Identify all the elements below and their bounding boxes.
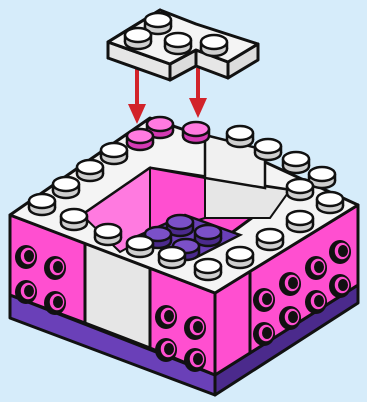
- corner-brick-icon: [106, 8, 260, 82]
- down-arrow-icon: [128, 68, 207, 124]
